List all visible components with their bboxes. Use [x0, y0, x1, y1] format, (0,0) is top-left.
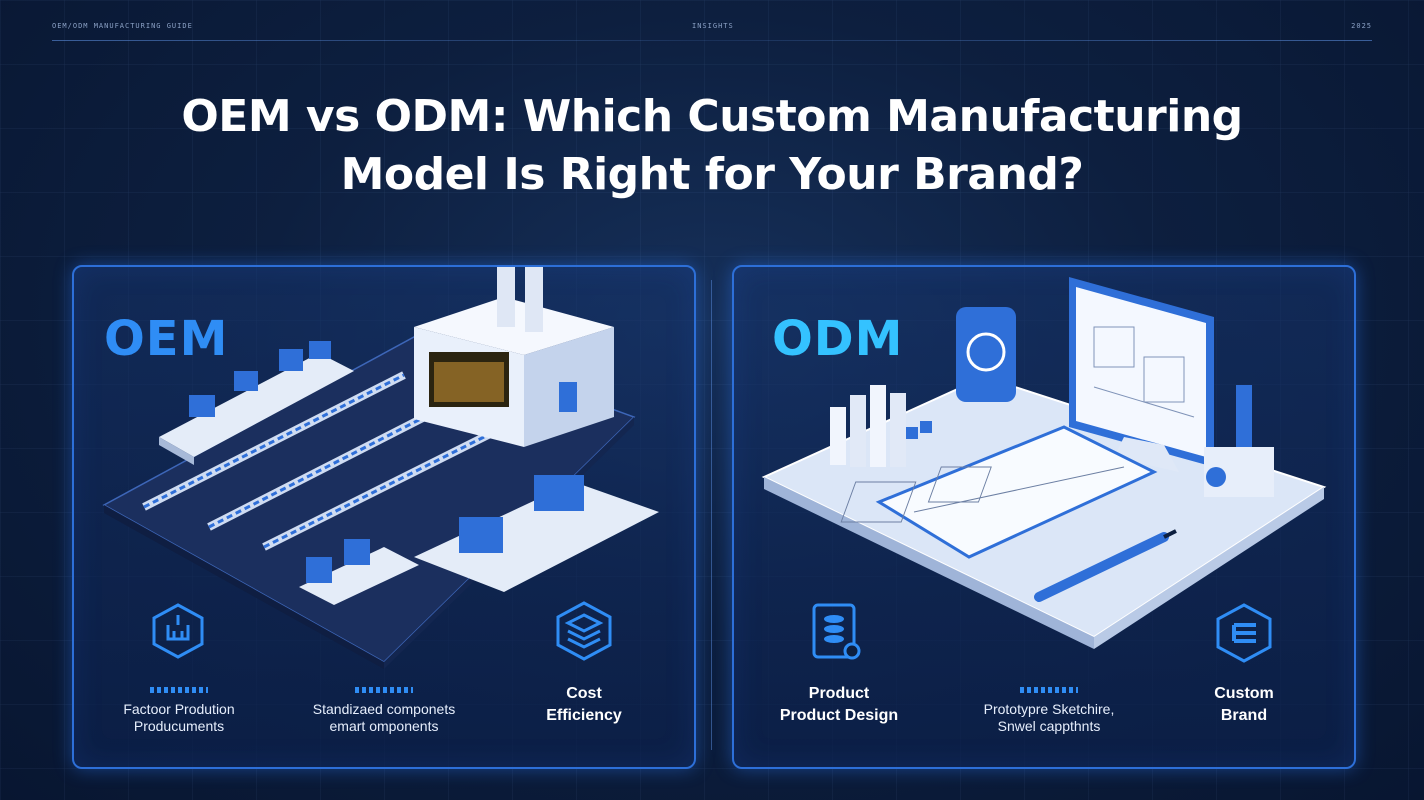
- odm-feature-3-line2: Brand: [1220, 707, 1268, 724]
- dash-accent: [355, 687, 413, 693]
- factory-hexagon-icon: [148, 601, 208, 666]
- oem-feature-3: Cost Efficiency: [514, 683, 654, 727]
- oem-feature-2: Standizaed componets emart omponents: [289, 687, 479, 735]
- odm-feature-3-line1: Custom: [1214, 685, 1274, 702]
- oem-feature-3-line1: Cost: [566, 685, 602, 702]
- top-divider-line: [52, 40, 1372, 41]
- odm-label: ODM: [772, 311, 904, 367]
- title-line-1: OEM vs ODM: Which Custom Manufacturing: [181, 91, 1243, 142]
- oem-label: OEM: [104, 311, 229, 367]
- oem-panel: OEM: [72, 265, 696, 769]
- top-strip: OEM/ODM MANUFACTURING GUIDE INSIGHTS 202…: [52, 22, 1372, 36]
- odm-feature-1-line2: Product Design: [779, 707, 899, 724]
- dash-accent: [1020, 687, 1078, 693]
- oem-feature-2-line1: Standizaed componets: [312, 701, 456, 717]
- center-divider: [711, 280, 712, 750]
- factory-illustration: [102, 267, 659, 669]
- odm-feature-2-line1: Prototypre Sketchire,: [983, 701, 1115, 717]
- design-desk-illustration: [761, 277, 1327, 649]
- odm-feature-2-line2: Snwel cappthnts: [997, 718, 1101, 734]
- stacked-layers-icon: [552, 599, 616, 668]
- odm-feature-2: Prototypre Sketchire, Snwel cappthnts: [964, 687, 1134, 735]
- odm-feature-1-line1: Product: [808, 685, 870, 702]
- oem-feature-1-line1: Factoor Prodution: [123, 701, 235, 717]
- top-strip-center: INSIGHTS: [692, 22, 734, 30]
- oem-feature-3-line2: Efficiency: [546, 707, 622, 724]
- oem-feature-2-line2: emart omponents: [329, 718, 439, 734]
- top-strip-right: 2025: [1351, 22, 1372, 30]
- top-strip-left: OEM/ODM MANUFACTURING GUIDE: [52, 22, 193, 30]
- odm-feature-1: Product Product Design: [764, 683, 914, 727]
- custom-brand-hexagon-icon: [1214, 601, 1274, 670]
- oem-feature-1: Factoor Prodution Producuments: [104, 687, 254, 735]
- odm-panel: ODM: [732, 265, 1356, 769]
- dash-accent: [150, 687, 208, 693]
- odm-feature-3: Custom Brand: [1184, 683, 1304, 727]
- product-design-icon: [806, 601, 866, 670]
- title-line-2: Model Is Right for Your Brand?: [340, 149, 1084, 200]
- page-title: OEM vs ODM: Which Custom Manufacturing M…: [0, 88, 1424, 204]
- oem-feature-1-line2: Producuments: [133, 718, 225, 734]
